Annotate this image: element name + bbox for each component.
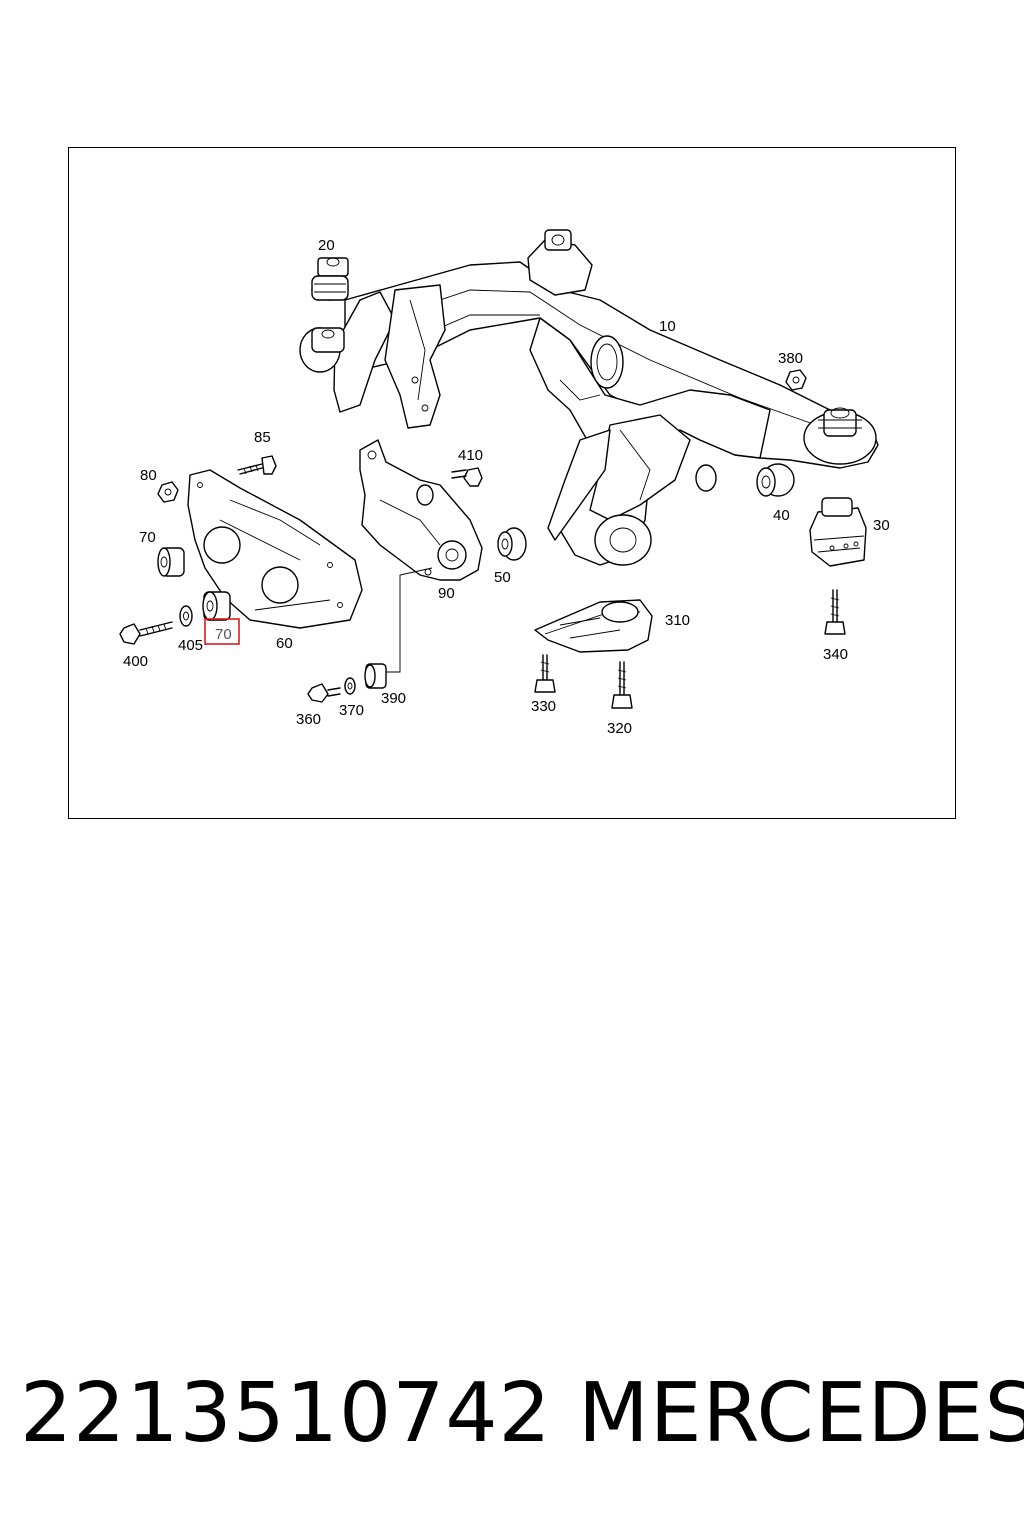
part-80-nut[interactable] [157, 481, 179, 503]
part-360-bolt[interactable] [307, 683, 341, 703]
callout-30: 30 [873, 517, 890, 534]
part-20-rubber-mount[interactable] [311, 257, 349, 301]
callout-405: 405 [178, 637, 203, 654]
callout-400: 400 [123, 653, 148, 670]
callout-50: 50 [494, 569, 511, 586]
callout-90: 90 [438, 585, 455, 602]
part-310-cover[interactable] [534, 599, 653, 653]
part-85-bolt[interactable] [237, 455, 277, 475]
part-70-bushing-lower[interactable] [202, 591, 231, 621]
callout-330: 330 [531, 698, 556, 715]
part-410-bolt[interactable] [451, 467, 483, 487]
part-405-washer[interactable] [179, 605, 193, 627]
part-50-bushing[interactable] [497, 527, 527, 561]
callout-80: 80 [140, 467, 157, 484]
part-370-washer[interactable] [344, 677, 356, 695]
callout-70-upper: 70 [139, 529, 156, 546]
callout-320: 320 [607, 720, 632, 737]
part-10-axle-carrier[interactable] [299, 229, 879, 566]
callout-410: 410 [458, 447, 483, 464]
part-60-bracket[interactable] [187, 469, 363, 629]
callout-340: 340 [823, 646, 848, 663]
part-30-rubber-mount[interactable] [809, 497, 867, 567]
callout-60: 60 [276, 635, 293, 652]
callout-360: 360 [296, 711, 321, 728]
part-340-bolt[interactable] [824, 589, 846, 635]
callout-370: 370 [339, 702, 364, 719]
callout-40: 40 [773, 507, 790, 524]
callout-70-highlight-box [204, 618, 240, 645]
callout-10: 10 [659, 318, 676, 335]
callout-310: 310 [665, 612, 690, 629]
diagram-frame [68, 147, 956, 819]
footer-caption: 2213510742 MERCEDES [20, 1366, 1024, 1476]
brand-name: MERCEDES [578, 1366, 1024, 1461]
part-number: 2213510742 [20, 1366, 552, 1461]
callout-70-highlighted[interactable]: 70 [215, 626, 232, 643]
callout-20: 20 [318, 237, 335, 254]
part-70-bushing-upper[interactable] [157, 547, 185, 577]
part-40-bushing[interactable] [756, 463, 795, 497]
part-330-bolt[interactable] [534, 654, 556, 693]
part-320-bolt[interactable] [611, 661, 633, 709]
part-400-bolt[interactable] [119, 621, 173, 645]
part-380-nut[interactable] [785, 369, 807, 391]
callout-85: 85 [254, 429, 271, 446]
part-390-bushing[interactable] [364, 567, 433, 689]
callout-390: 390 [381, 690, 406, 707]
part-90-bracket[interactable] [359, 439, 483, 581]
callout-380: 380 [778, 350, 803, 367]
